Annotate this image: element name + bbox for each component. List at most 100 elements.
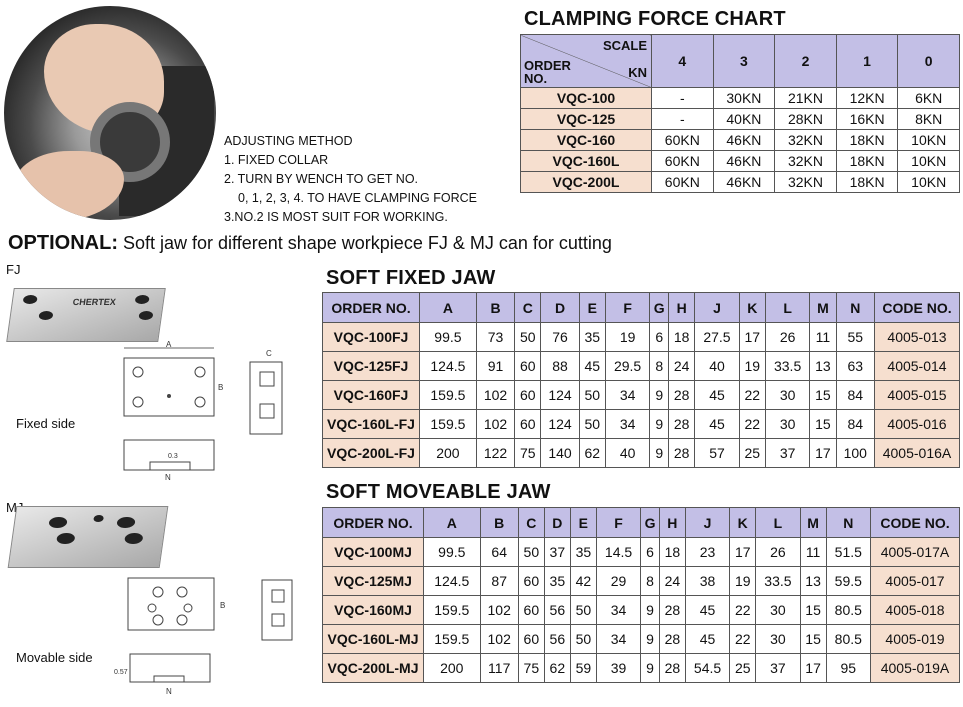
col-header: ORDER NO. — [322, 507, 424, 538]
order-cell: VQC-160L-MJ — [322, 624, 424, 654]
table-cell: 159.5 — [419, 409, 477, 439]
table-row: VQC-200L 60KN 46KN 32KN 18KN 10KN — [520, 171, 960, 193]
col-header: ORDER NO. — [322, 292, 420, 323]
col-header: G — [640, 507, 660, 538]
table-cell: 117 — [479, 653, 519, 683]
corner-kn: KN — [628, 65, 647, 80]
table-cell: 37 — [755, 653, 801, 683]
table-cell: 99.5 — [419, 322, 477, 352]
value-cell: 30KN — [712, 87, 776, 109]
table-cell: 42 — [569, 566, 597, 596]
movable-side-label: Movable side — [16, 650, 93, 665]
table-cell: 45 — [578, 351, 606, 381]
order-cell: VQC-200L-FJ — [322, 438, 420, 468]
corner-scale: SCALE — [602, 38, 647, 53]
table-cell: 50 — [514, 322, 542, 352]
table-cell: 75 — [514, 438, 542, 468]
scale-header: 2 — [774, 34, 837, 88]
col-header: A — [419, 292, 477, 323]
table-cell: 33.5 — [764, 351, 811, 381]
value-cell: 10KN — [897, 129, 960, 151]
table-cell: 122 — [475, 438, 516, 468]
col-header: E — [578, 292, 606, 323]
value-cell: 12KN — [835, 87, 899, 109]
table-cell: 102 — [475, 380, 516, 410]
col-header: D — [540, 292, 580, 323]
table-cell: 28 — [658, 624, 686, 654]
clamping-table: SCALE KN ORDER NO. 4 3 2 1 0 VQC-100 - 3… — [520, 34, 960, 193]
moveable-jaw-image — [7, 506, 169, 568]
value-cell: 28KN — [774, 108, 837, 130]
table-row: VQC-100FJ 99.5 73 50 76 35 19 6 18 27.5 … — [322, 322, 960, 352]
table-row: VQC-125 - 40KN 28KN 16KN 8KN — [520, 108, 960, 130]
col-header: H — [658, 507, 686, 538]
adjusting-photo — [4, 6, 216, 220]
order-cell: VQC-160L — [520, 150, 652, 172]
mj-table: ORDER NO. A B C D E F G H J K L M N CODE… — [322, 507, 960, 683]
table-cell: 37 — [764, 438, 811, 468]
table-cell: 38 — [684, 566, 731, 596]
table-cell: 9 — [649, 380, 670, 410]
table-cell: 87 — [479, 566, 519, 596]
table-cell: 26 — [764, 322, 811, 352]
table-cell: 59.5 — [825, 566, 872, 596]
value-cell: - — [651, 87, 714, 109]
table-cell: 62 — [578, 438, 606, 468]
table-cell: 28 — [658, 595, 686, 625]
order-cell: VQC-160MJ — [322, 595, 424, 625]
optional-line: OPTIONAL: Soft jaw for different shape w… — [8, 232, 612, 255]
value-cell: 60KN — [651, 171, 714, 193]
table-cell: 9 — [649, 438, 670, 468]
table-cell: 159.5 — [419, 380, 477, 410]
optional-text: Soft jaw for different shape workpiece F… — [118, 233, 612, 253]
table-cell: 102 — [479, 595, 519, 625]
order-cell: VQC-125FJ — [322, 351, 420, 381]
table-row: VQC-160L 60KN 46KN 32KN 18KN 10KN — [520, 150, 960, 172]
table-cell: 15 — [809, 409, 837, 439]
table-cell: 40 — [604, 438, 651, 468]
table-cell: 35 — [543, 566, 571, 596]
method-line-5: 3.NO.2 IS MOST SUIT FOR WORKING. — [224, 210, 448, 224]
table-cell: 11 — [799, 537, 827, 567]
col-header: G — [649, 292, 670, 323]
value-cell: 60KN — [651, 129, 714, 151]
table-cell: 45 — [694, 380, 740, 410]
dim-n: N — [165, 473, 171, 482]
order-cell: VQC-125MJ — [322, 566, 424, 596]
value-cell: 18KN — [835, 129, 899, 151]
table-cell: 91 — [475, 351, 516, 381]
table-cell: 25 — [738, 438, 766, 468]
table-cell: 55 — [835, 322, 875, 352]
value-cell: 18KN — [835, 171, 899, 193]
code-cell: 4005-017A — [870, 537, 960, 567]
value-cell: - — [651, 108, 714, 130]
scale-header: 1 — [835, 34, 899, 88]
col-header: K — [738, 292, 766, 323]
table-cell: 9 — [640, 653, 660, 683]
table-cell: 84 — [835, 409, 875, 439]
order-cell: VQC-160FJ — [322, 380, 420, 410]
table-cell: 45 — [684, 624, 731, 654]
table-cell: 60 — [514, 380, 542, 410]
col-header: CODE NO. — [874, 292, 960, 323]
table-cell: 14.5 — [595, 537, 642, 567]
scale-header: 0 — [897, 34, 960, 88]
table-cell: 102 — [475, 409, 516, 439]
table-cell: 80.5 — [825, 624, 872, 654]
table-cell: 54.5 — [684, 653, 731, 683]
table-cell: 45 — [684, 595, 731, 625]
col-header: D — [543, 507, 571, 538]
table-cell: 50 — [517, 537, 545, 567]
mj-title: SOFT MOVEABLE JAW — [326, 481, 551, 503]
table-cell: 34 — [604, 409, 651, 439]
table-cell: 13 — [809, 351, 837, 381]
order-cell: VQC-100FJ — [322, 322, 420, 352]
table-cell: 37 — [543, 537, 571, 567]
clamping-title: CLAMPING FORCE CHART — [524, 8, 786, 30]
table-cell: 39 — [595, 653, 642, 683]
table-cell: 35 — [569, 537, 597, 567]
value-cell: 32KN — [774, 150, 837, 172]
table-cell: 18 — [668, 322, 696, 352]
table-cell: 30 — [755, 595, 801, 625]
method-line-4: 0, 1, 2, 3, 4. TO HAVE CLAMPING FORCE — [238, 191, 477, 205]
